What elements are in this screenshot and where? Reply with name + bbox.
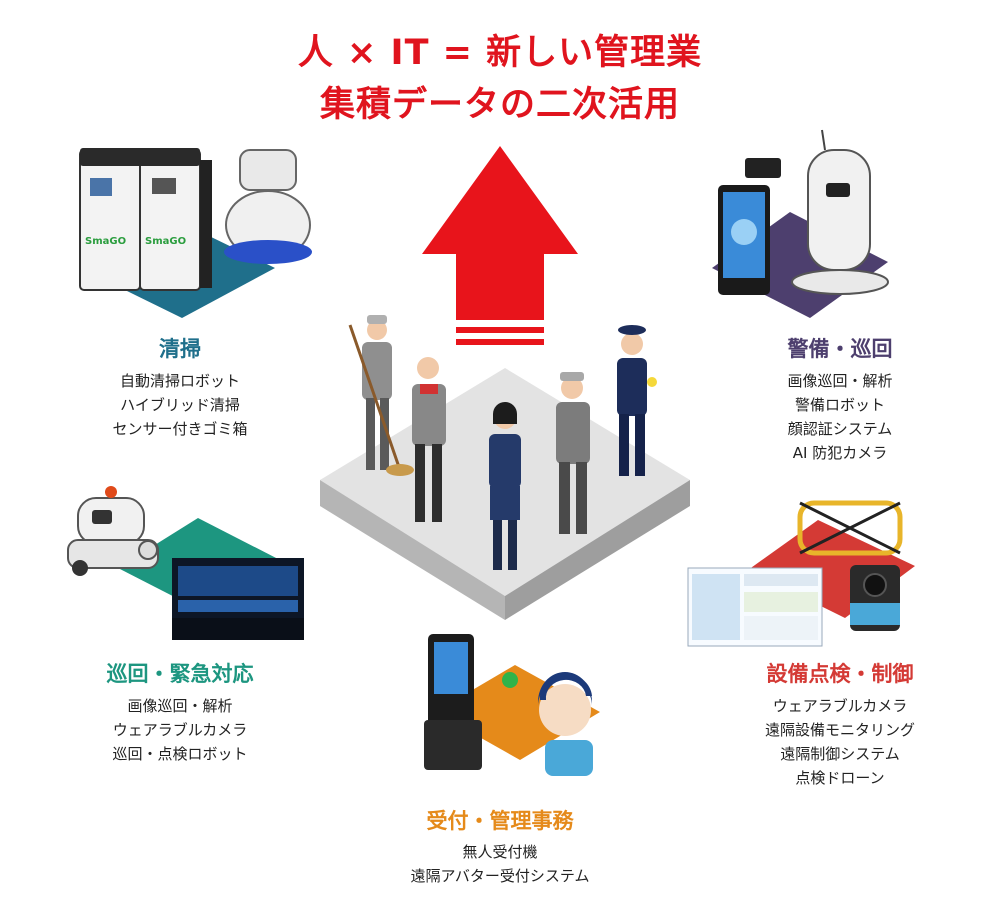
emergency-item: ウェアラブルカメラ (112, 721, 248, 739)
receptionist-figure (489, 402, 521, 570)
reception-item: 遠隔アバター受付システム (410, 867, 590, 885)
header-title-line1: 人 × IT = 新しい管理業 (297, 33, 703, 73)
header-title-line2: 集積データの二次活用 (319, 85, 680, 125)
facility-item: 遠隔設備モニタリング (764, 721, 915, 739)
security-item: 顔認証システム (787, 420, 893, 438)
worker-figure (556, 372, 590, 534)
cleaning-item-list: 自動清掃ロボット ハイブリッド清掃 センサー付きゴミ箱 (60, 369, 300, 441)
facility-item-list: ウェアラブルカメラ 遠隔設備モニタリング 遠隔制御システム 点検ドローン (710, 694, 970, 790)
reception-item-list: 無人受付機 遠隔アバター受付システム (360, 840, 640, 888)
facility-title: 設備点検・制御 (766, 662, 914, 686)
reception-title: 受付・管理事務 (426, 809, 574, 833)
security-item: 画像巡回・解析 (787, 372, 893, 390)
emergency-title: 巡回・緊急対応 (106, 662, 254, 686)
cleaning-item: センサー付きゴミ箱 (112, 420, 248, 438)
facility-item: ウェアラブルカメラ (772, 697, 908, 715)
security-item: 警備ロボット (794, 396, 885, 414)
cleaning-title: 清掃 (159, 337, 201, 361)
cleaning-item: 自動清掃ロボット (119, 372, 240, 390)
reception-item: 無人受付機 (462, 843, 538, 861)
emergency-item: 画像巡回・解析 (127, 697, 233, 715)
security-item: AI 防犯カメラ (792, 444, 888, 462)
bin-brand-left: SmaGO (85, 236, 127, 247)
security-item-list: 画像巡回・解析 警備ロボット 顔認証システム AI 防犯カメラ (720, 369, 960, 465)
facility-item: 遠隔制御システム (780, 745, 900, 763)
emergency-item-list: 画像巡回・解析 ウェアラブルカメラ 巡回・点検ロボット (60, 694, 300, 766)
bin-brand-right: SmaGO (145, 236, 187, 247)
cleaning-item: ハイブリッド清掃 (120, 396, 240, 414)
manager-figure (412, 357, 446, 522)
security-title: 警備・巡回 (787, 337, 893, 361)
cleaner-figure (348, 315, 414, 476)
guard-figure (617, 325, 657, 476)
emergency-item: 巡回・点検ロボット (112, 745, 248, 763)
facility-item: 点検ドローン (795, 769, 885, 787)
